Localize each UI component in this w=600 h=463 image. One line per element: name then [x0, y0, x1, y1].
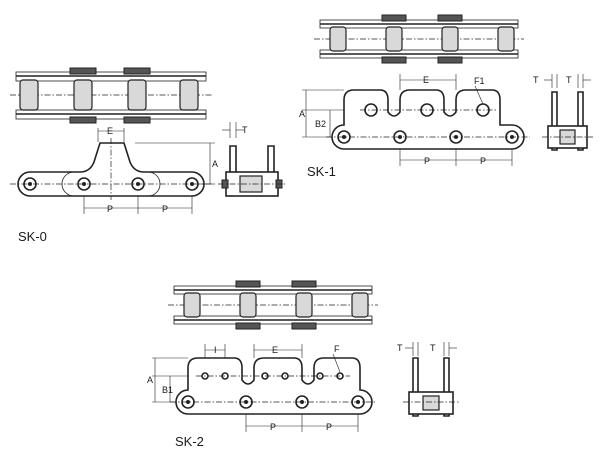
sk0-group: E A P P T SK-0 [10, 67, 286, 244]
sk2-dim-t2: T [430, 343, 436, 353]
sk2-dim-i: I [214, 345, 217, 355]
sk0-dim-t: T [242, 125, 248, 135]
sk1-top-view [314, 14, 524, 64]
sk2-end-view [403, 342, 459, 417]
sk0-side-view [10, 128, 215, 214]
sk2-title: SK-2 [175, 434, 204, 449]
sk2-dim-b1: B1 [162, 385, 173, 395]
sk1-side-view [302, 74, 530, 166]
sk2-dim-f: F [334, 344, 340, 354]
sk2-dim-p1: P [270, 422, 276, 432]
sk1-dim-b2: B2 [315, 119, 326, 129]
sk2-dim-a: A [147, 375, 153, 385]
sk1-dim-t1: T [533, 75, 539, 85]
sk2-dim-p2: P [326, 422, 332, 432]
sk1-dim-f1: F1 [474, 76, 485, 86]
sk0-title: SK-0 [18, 229, 47, 244]
sk2-dim-t1: T [397, 343, 403, 353]
sk1-group: E F1 A B2 P P T T SK-1 [299, 14, 593, 179]
sk2-dim-e: E [272, 345, 278, 355]
sk2-group: I E F A B1 P P T T SK-2 [147, 280, 459, 449]
sk0-dim-e: E [107, 126, 113, 136]
sk2-top-view [168, 280, 378, 330]
sk2-side-view [152, 344, 376, 432]
sk0-dim-a: A [212, 159, 218, 169]
sk1-dim-p2: P [480, 156, 486, 166]
sk0-dim-p2: P [162, 204, 168, 214]
sk0-top-view [10, 67, 212, 124]
sk0-dim-p1: P [107, 204, 113, 214]
sk0-end-view [218, 122, 286, 197]
sk1-dim-a: A [299, 109, 305, 119]
sk1-end-view [542, 74, 593, 151]
sk1-title: SK-1 [307, 164, 336, 179]
sk1-dim-e: E [423, 75, 429, 85]
sk1-dim-t2: T [566, 75, 572, 85]
sk1-dim-p1: P [424, 156, 430, 166]
